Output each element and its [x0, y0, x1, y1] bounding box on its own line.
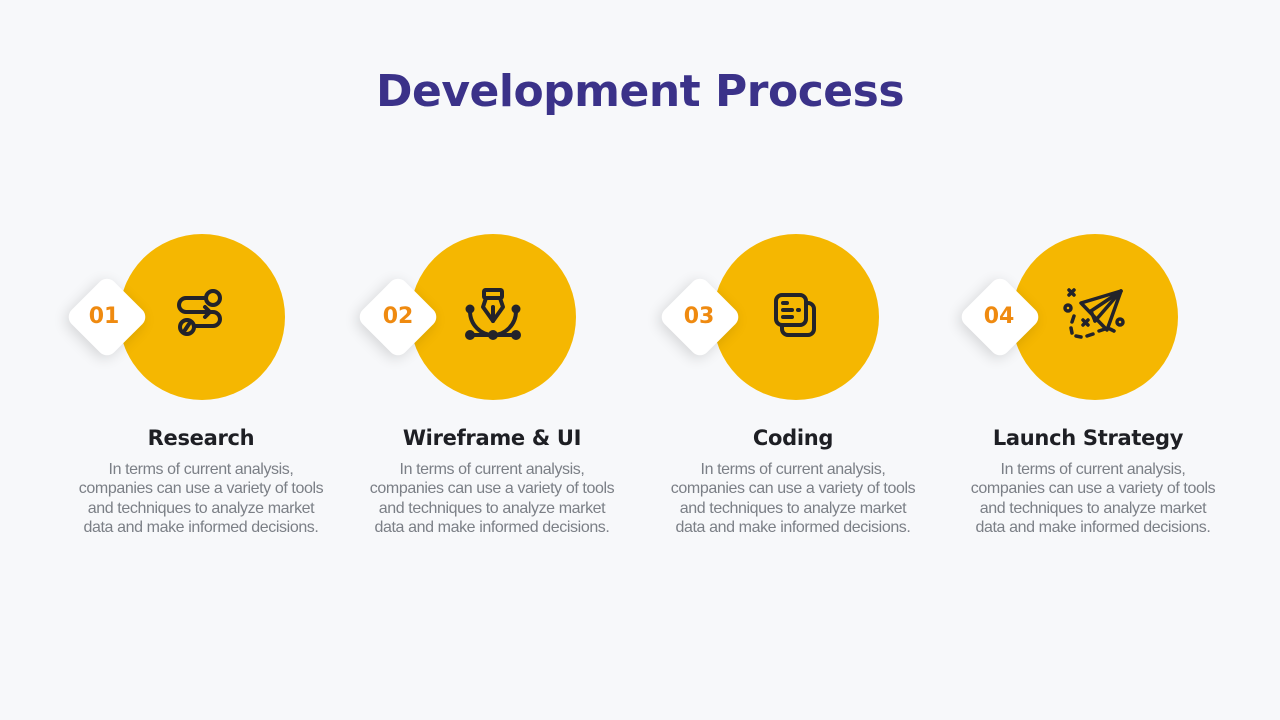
step-circle	[410, 234, 576, 400]
step-number: 01	[88, 304, 120, 329]
step-circle	[713, 234, 879, 400]
step-heading: Research	[147, 426, 255, 450]
stacked-documents-icon	[774, 293, 816, 337]
step-heading: Launch Strategy	[992, 426, 1184, 450]
step-number: 04	[983, 304, 1015, 329]
step-description: In terms of current analysis, companies …	[369, 461, 615, 537]
page-title: Development Process	[375, 66, 905, 117]
step-description: In terms of current analysis, companies …	[78, 461, 324, 537]
step-description: In terms of current analysis, companies …	[670, 461, 916, 537]
step-number: 03	[683, 304, 715, 329]
route-path-icon	[177, 289, 222, 336]
paper-plane-route-icon	[1063, 288, 1125, 339]
pen-tool-bezier-icon	[465, 288, 521, 340]
step-heading: Wireframe & UI	[402, 426, 582, 450]
step-number: 02	[382, 304, 414, 329]
step-heading: Coding	[752, 426, 834, 450]
step-circle	[1012, 234, 1178, 400]
step-description: In terms of current analysis, companies …	[970, 461, 1216, 537]
step-circle	[119, 234, 285, 400]
